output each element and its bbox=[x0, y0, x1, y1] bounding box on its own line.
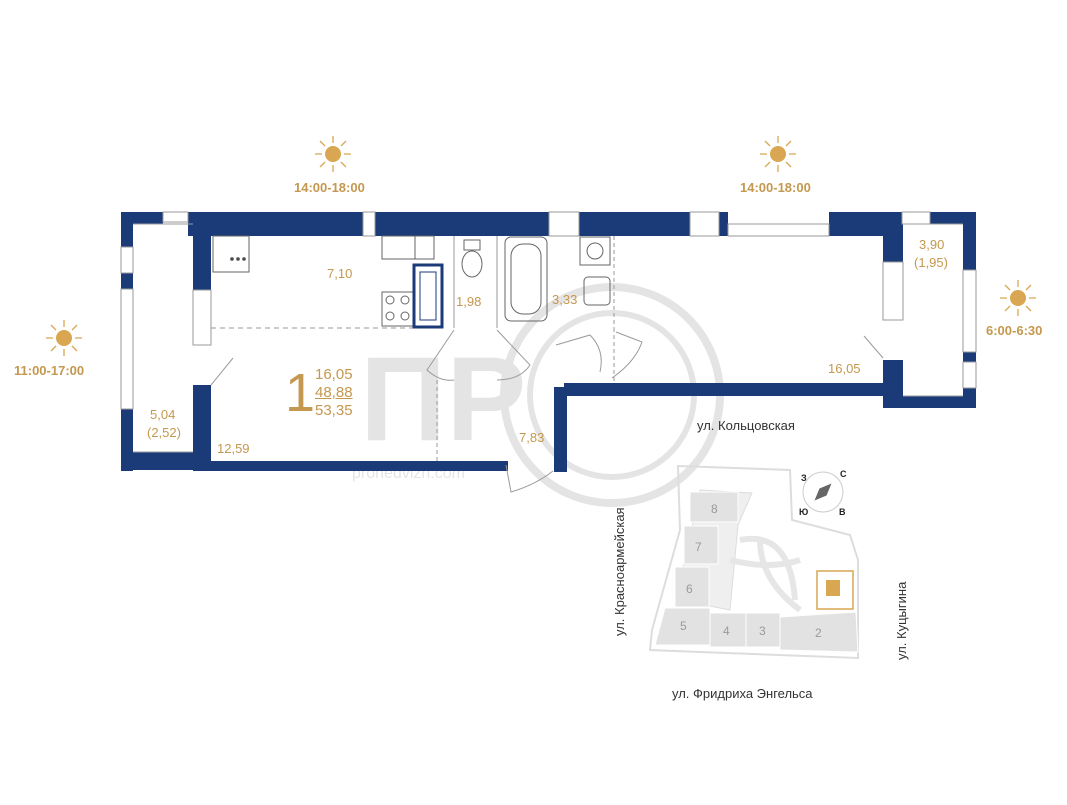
block-8 bbox=[689, 491, 739, 523]
total-area: 48,88 bbox=[315, 384, 353, 401]
block-label: 5 bbox=[680, 619, 687, 633]
interior-walls bbox=[133, 223, 963, 461]
street-engelsa: ул. Фридриха Энгельса bbox=[672, 686, 813, 701]
washbasin-icon bbox=[583, 276, 611, 306]
sun-icon-top-right bbox=[760, 136, 796, 172]
area-kitchen: 7,10 bbox=[327, 266, 353, 281]
street-krasnoarmeyskaya: ул. Красноармейская bbox=[612, 507, 627, 636]
washing-machine-icon bbox=[579, 236, 611, 266]
fridge-icon bbox=[412, 263, 444, 329]
svg-text:В: В bbox=[839, 507, 846, 517]
sun-time-top-right: 14:00-18:00 bbox=[740, 180, 811, 195]
highlighted-building bbox=[816, 570, 854, 610]
furniture bbox=[212, 235, 611, 329]
block-label: 2 bbox=[815, 626, 822, 640]
sun-icon-right bbox=[1000, 280, 1036, 316]
area-hall: 12,59 bbox=[217, 441, 250, 456]
living-area: 16,05 bbox=[315, 366, 353, 383]
stove-icon bbox=[212, 235, 250, 273]
block-label: 6 bbox=[686, 582, 693, 596]
total-area-with-balconies: 53,35 bbox=[315, 402, 353, 419]
sun-icon-left bbox=[46, 320, 82, 356]
street-koltsovskaya: ул. Кольцовская bbox=[697, 418, 795, 433]
sink-icon bbox=[381, 235, 435, 260]
area-balcony-right-reduced: (1,95) bbox=[914, 255, 948, 270]
site-plan: 8 7 6 5 4 3 2 bbox=[648, 464, 859, 660]
bathtub-icon bbox=[504, 236, 548, 322]
block-6 bbox=[674, 566, 710, 608]
compass-icon: С Ю В З bbox=[799, 469, 847, 517]
sun-time-right: 6:00-6:30 bbox=[986, 323, 1043, 338]
block-2 bbox=[779, 611, 859, 653]
block-label: 4 bbox=[723, 624, 730, 638]
area-bedroom: 16,05 bbox=[828, 361, 861, 376]
area-bathroom: 3,33 bbox=[552, 292, 578, 307]
area-balcony-right: 3,90 bbox=[919, 237, 945, 252]
svg-text:З: З bbox=[801, 473, 807, 483]
doors bbox=[210, 329, 884, 493]
svg-text:С: С bbox=[840, 469, 847, 479]
watermark-logo: ПР bbox=[360, 332, 526, 466]
sun-time-left: 11:00-17:00 bbox=[14, 363, 85, 378]
toilet-icon bbox=[461, 250, 483, 278]
block-label: 3 bbox=[759, 624, 766, 638]
svg-text:Ю: Ю bbox=[799, 507, 808, 517]
sun-time-top-left: 14:00-18:00 bbox=[294, 180, 365, 195]
exterior-walls bbox=[121, 212, 976, 472]
area-wardrobe: 1,98 bbox=[456, 294, 482, 309]
area-balcony-left-reduced: (2,52) bbox=[147, 425, 181, 440]
block-7 bbox=[683, 525, 719, 565]
area-balcony-left: 5,04 bbox=[150, 407, 176, 422]
block-label: 7 bbox=[695, 540, 702, 554]
room-count: 1 bbox=[285, 363, 316, 423]
street-kutsygina: ул. Куцыгина bbox=[894, 581, 909, 660]
sun-icon-top-left bbox=[315, 136, 351, 172]
watermark: ПР pronedvizh.com bbox=[352, 283, 724, 507]
block-4 bbox=[709, 612, 747, 648]
windows bbox=[120, 211, 977, 410]
block-label: 8 bbox=[711, 502, 718, 516]
area-corridor: 7,83 bbox=[519, 430, 545, 445]
